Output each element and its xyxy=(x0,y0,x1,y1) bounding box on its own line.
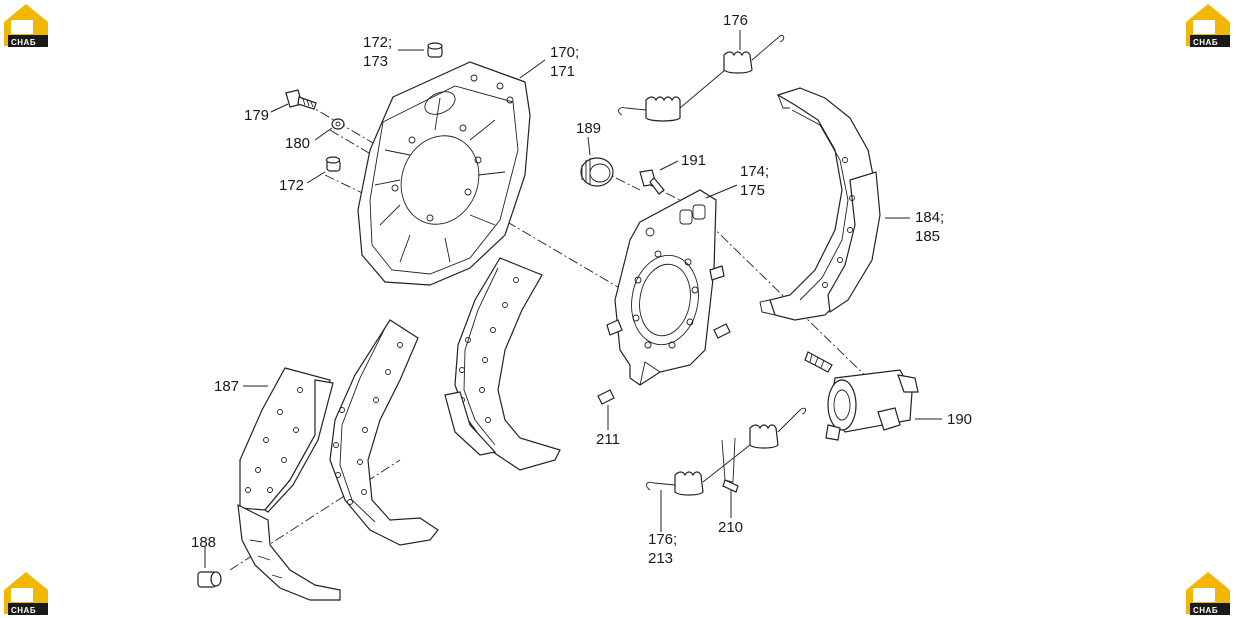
callout-187: 187 xyxy=(214,378,239,395)
logo-top-left: H3 CHAБ xyxy=(4,4,48,47)
logo-mark: H3 xyxy=(12,588,29,603)
callout-190: 190 xyxy=(947,411,972,428)
plug-188 xyxy=(197,571,222,588)
spring-176-top xyxy=(618,34,785,122)
callout-174-175: 174; 175 xyxy=(740,163,773,199)
logo-text: CHAБ xyxy=(11,606,36,615)
logo-text: CHAБ xyxy=(1193,38,1218,47)
brake-shoe-upper xyxy=(444,257,561,471)
pin-211 xyxy=(597,389,615,405)
brake-shoe-187-lower xyxy=(237,503,341,601)
logo-top-right: H3 CHAБ xyxy=(1186,4,1230,47)
leader-lines xyxy=(204,30,942,568)
bolt-179 xyxy=(285,89,317,110)
house-logo-icon: H3 CHAБ xyxy=(4,4,48,47)
logo-bottom-right: H3 CHAБ xyxy=(1186,572,1230,615)
house-logo-icon: H3 CHAБ xyxy=(4,572,48,615)
house-logo-icon: H3 CHAБ xyxy=(1186,4,1230,47)
callout-labels: 176 172; 173 170; 171 179 180 172 189 19… xyxy=(191,12,972,567)
logo-mark: H3 xyxy=(1194,20,1211,35)
brake-shoe-187 xyxy=(239,367,334,513)
logo-text: CHAБ xyxy=(1193,606,1218,615)
logo-mark: H3 xyxy=(12,20,29,35)
backing-plate xyxy=(357,61,531,286)
anchor-plate xyxy=(606,189,725,386)
spring-176-bottom xyxy=(646,407,807,496)
brake-shoe-right xyxy=(759,87,881,321)
adjuster-189 xyxy=(580,157,614,187)
logo-text: CHAБ xyxy=(11,38,36,47)
callout-180: 180 xyxy=(285,135,310,152)
callout-176-top: 176 xyxy=(723,12,748,29)
callout-211: 211 xyxy=(596,431,620,448)
callout-188: 188 xyxy=(191,534,216,551)
house-logo-icon: H3 CHAБ xyxy=(1186,572,1230,615)
bolt-191 xyxy=(639,169,665,195)
logo-mark: H3 xyxy=(1194,588,1211,603)
plug-172 xyxy=(325,156,341,172)
washer-180 xyxy=(331,118,345,130)
plug-172-top xyxy=(427,42,443,58)
logo-bottom-left: H3 CHAБ xyxy=(4,572,48,615)
callout-210: 210 xyxy=(718,519,743,536)
center-lines xyxy=(229,102,881,571)
callout-172: 172 xyxy=(279,177,304,194)
callout-170-171: 170; 171 xyxy=(550,44,583,80)
callout-191: 191 xyxy=(681,152,706,169)
callout-179: 179 xyxy=(244,107,269,124)
wheel-cylinder-190 xyxy=(804,351,919,441)
callout-176-213: 176; 213 xyxy=(648,531,681,567)
callout-184-185: 184; 185 xyxy=(915,209,948,245)
callout-189: 189 xyxy=(576,120,601,137)
pin-211-b xyxy=(713,323,731,339)
brake-shoe-middle xyxy=(329,319,439,546)
callout-172-173: 172; 173 xyxy=(363,34,396,70)
